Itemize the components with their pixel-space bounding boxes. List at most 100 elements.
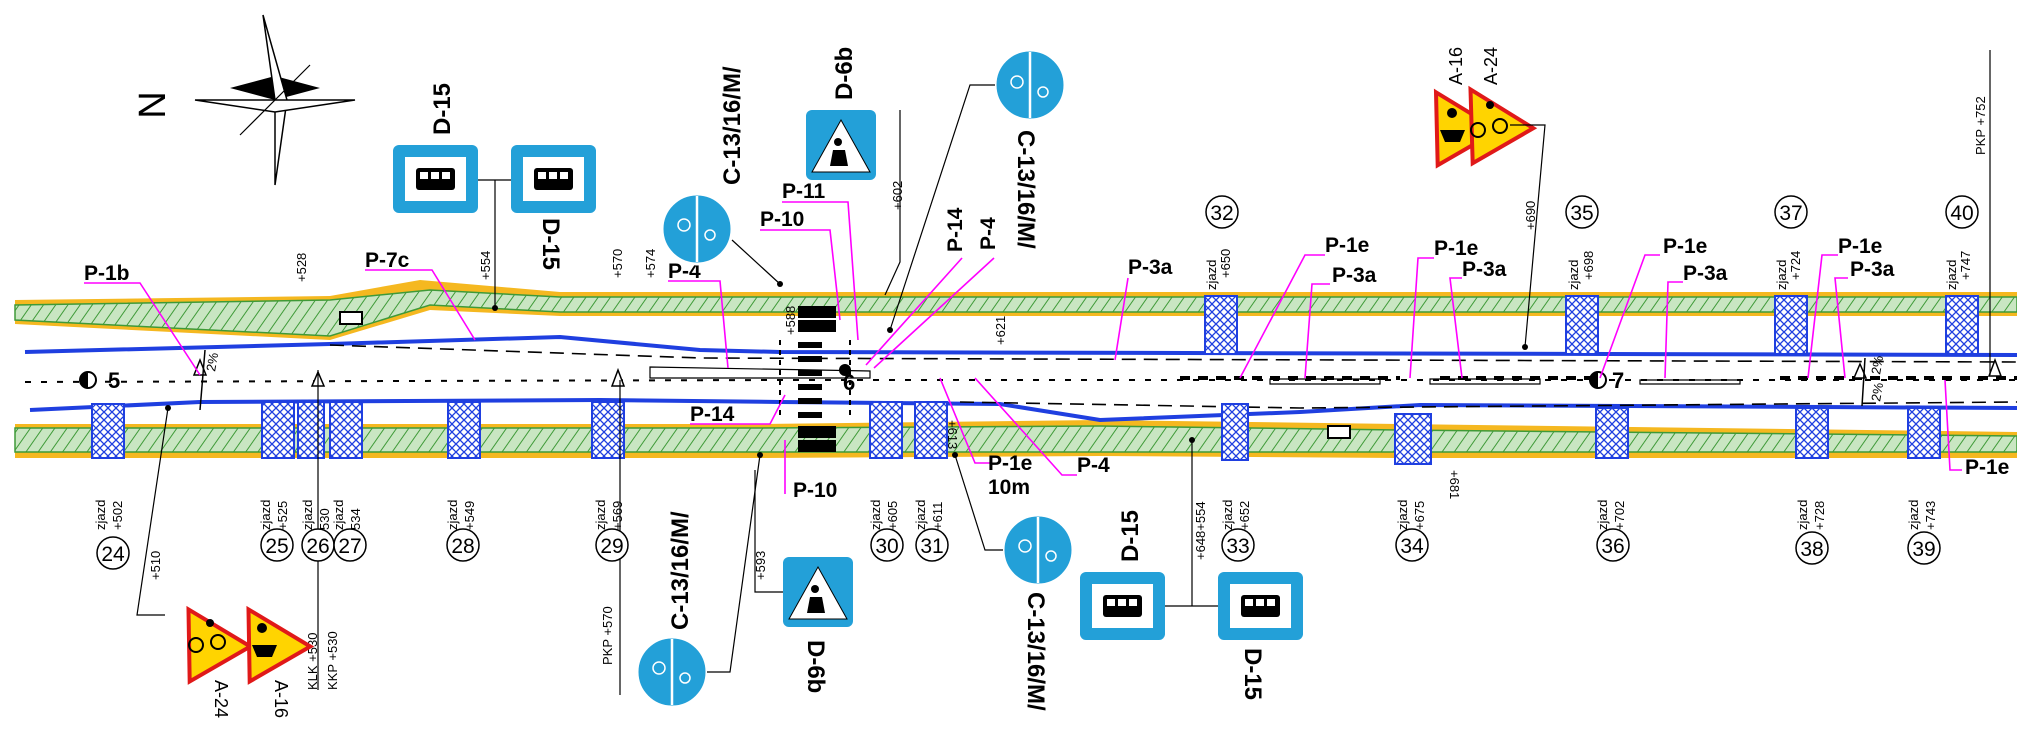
label-p1e: P-1e — [1434, 237, 1478, 260]
svg-text:zjazd: zjazd — [93, 500, 108, 530]
label-p3a: P-3a — [1128, 256, 1173, 279]
sign-c13-cycle-path-bottom-left: C-13/16/M/ — [635, 452, 763, 709]
sign-c13-cycle-path-top-left: C-13/16/M/ — [660, 66, 783, 287]
lane-line-dashed-top — [329, 344, 2017, 363]
svg-text:+613: +613 — [945, 420, 960, 449]
sign-label-d15: D-15 — [1239, 648, 1266, 700]
svg-text:zjazd: zjazd — [1220, 500, 1235, 530]
svg-text:+652: +652 — [1237, 501, 1252, 530]
svg-text:26: 26 — [306, 535, 329, 558]
label-p1e: P-1e — [1838, 235, 1882, 258]
svg-text:+554: +554 — [478, 251, 493, 280]
svg-text:+588: +588 — [783, 306, 798, 335]
svg-text:+724: +724 — [1788, 251, 1803, 280]
label-p1e: P-1e — [1325, 234, 1369, 257]
sign-label-a24: A-24 — [1481, 47, 1501, 85]
svg-text:2%: 2% — [1868, 354, 1886, 376]
svg-text:PKP +570: PKP +570 — [600, 606, 615, 665]
pedestrian-crossing — [779, 306, 851, 452]
svg-text:29: 29 — [600, 535, 623, 558]
label-p14: P-14 — [944, 207, 967, 252]
svg-text:KKP +530: KKP +530 — [325, 631, 340, 690]
sign-label-d6b: D-6b — [802, 640, 829, 693]
svg-text:31: 31 — [920, 535, 943, 558]
svg-text:+569: +569 — [610, 501, 625, 530]
svg-text:+574: +574 — [643, 249, 658, 278]
sign-c13-cycle-path-bottom-right: C-13/16/M/ — [952, 452, 1075, 711]
north-arrow: N — [132, 14, 356, 186]
label-p3a: P-3a — [1332, 264, 1377, 287]
sign-d15-bus-stop-bottom: D-15 D-15 — [1080, 437, 1303, 700]
circle-33: 33 — [1221, 528, 1255, 562]
svg-text:zjazd: zjazd — [1795, 500, 1810, 530]
circle-40: 40 — [1945, 195, 1979, 229]
svg-text:zjazd: zjazd — [331, 500, 346, 530]
node-6: 6 — [839, 364, 855, 395]
svg-text:zjazd: zjazd — [1774, 260, 1789, 290]
svg-text:zjazd: zjazd — [1395, 500, 1410, 530]
svg-text:27: 27 — [338, 535, 361, 558]
label-p10: P-10 — [793, 479, 837, 502]
chainage-bottom: zjazd +502 +510 zjazd +525 zjazd 530 zja… — [93, 370, 1938, 695]
svg-text:+525: +525 — [275, 501, 290, 530]
driveways-top — [1204, 295, 1979, 355]
label-p3a: P-3a — [1462, 258, 1507, 281]
label-p3a: P-3a — [1850, 258, 1895, 281]
svg-text:zjazd: zjazd — [1944, 260, 1959, 290]
svg-text:zjazd: zjazd — [593, 500, 608, 530]
svg-text:5: 5 — [108, 368, 120, 393]
svg-text:zjazd: zjazd — [300, 500, 315, 530]
circle-37: 37 — [1774, 195, 1808, 229]
svg-text:+602: +602 — [890, 181, 905, 210]
svg-text:38: 38 — [1800, 538, 1823, 561]
sign-a24-a16-bottom: A-24 A-16 — [136, 405, 315, 718]
label-p10: P-10 — [760, 208, 804, 231]
bus-bay-outline — [649, 366, 1741, 385]
svg-text:7: 7 — [1612, 368, 1624, 393]
sign-d6b-crossing-top: D-6b — [806, 47, 876, 180]
circle-38: 38 — [1795, 531, 1829, 565]
svg-text:+611: +611 — [930, 502, 945, 530]
svg-text:zjazd: zjazd — [1906, 500, 1921, 530]
sign-label-d15: D-15 — [429, 83, 456, 135]
circle-28: 28 — [446, 528, 480, 562]
svg-text:+502: +502 — [110, 501, 125, 530]
svg-text:+743: +743 — [1923, 501, 1938, 530]
label-p4: P-4 — [1077, 454, 1110, 477]
svg-text:+728: +728 — [1812, 501, 1827, 530]
svg-text:+605: +605 — [885, 501, 900, 530]
svg-text:zjazd: zjazd — [258, 500, 273, 530]
circle-32: 32 — [1205, 195, 1239, 229]
svg-text:+698: +698 — [1581, 251, 1596, 280]
svg-text:25: 25 — [265, 535, 288, 558]
svg-text:zjazd: zjazd — [1566, 260, 1581, 290]
circle-25: 25 — [260, 528, 294, 562]
sign-label-c13: C-13/16/M/ — [1012, 130, 1039, 249]
svg-text:+549: +549 — [462, 501, 477, 530]
slope-indicators: 2% 2% 2% — [199, 349, 1886, 411]
label-p14: P-14 — [690, 403, 735, 426]
svg-text:33: 33 — [1226, 535, 1249, 558]
label-p1e: P-1e — [988, 452, 1032, 475]
circle-29: 29 — [595, 528, 629, 562]
svg-text:+675: +675 — [1412, 501, 1427, 530]
circle-27: 27 — [333, 528, 367, 562]
svg-text:2%: 2% — [203, 351, 221, 373]
top-verge — [14, 280, 2017, 340]
road-edge-bottom — [29, 397, 2017, 423]
circle-30: 30 — [870, 528, 904, 562]
north-label: N — [132, 91, 174, 118]
svg-text:37: 37 — [1779, 202, 1802, 225]
lane-line-dashed-bottom — [959, 401, 2017, 409]
svg-text:+510: +510 — [148, 551, 163, 580]
bus-stop-box — [1327, 425, 1351, 439]
svg-text:530: 530 — [317, 508, 332, 530]
svg-text:24: 24 — [101, 543, 125, 566]
svg-text:534: 534 — [348, 508, 363, 530]
svg-text:+570: +570 — [610, 249, 625, 278]
svg-text:6: 6 — [843, 370, 855, 395]
svg-text:30: 30 — [875, 535, 898, 558]
bus-stop-box — [339, 311, 363, 325]
sign-label-a24: A-24 — [211, 680, 231, 718]
